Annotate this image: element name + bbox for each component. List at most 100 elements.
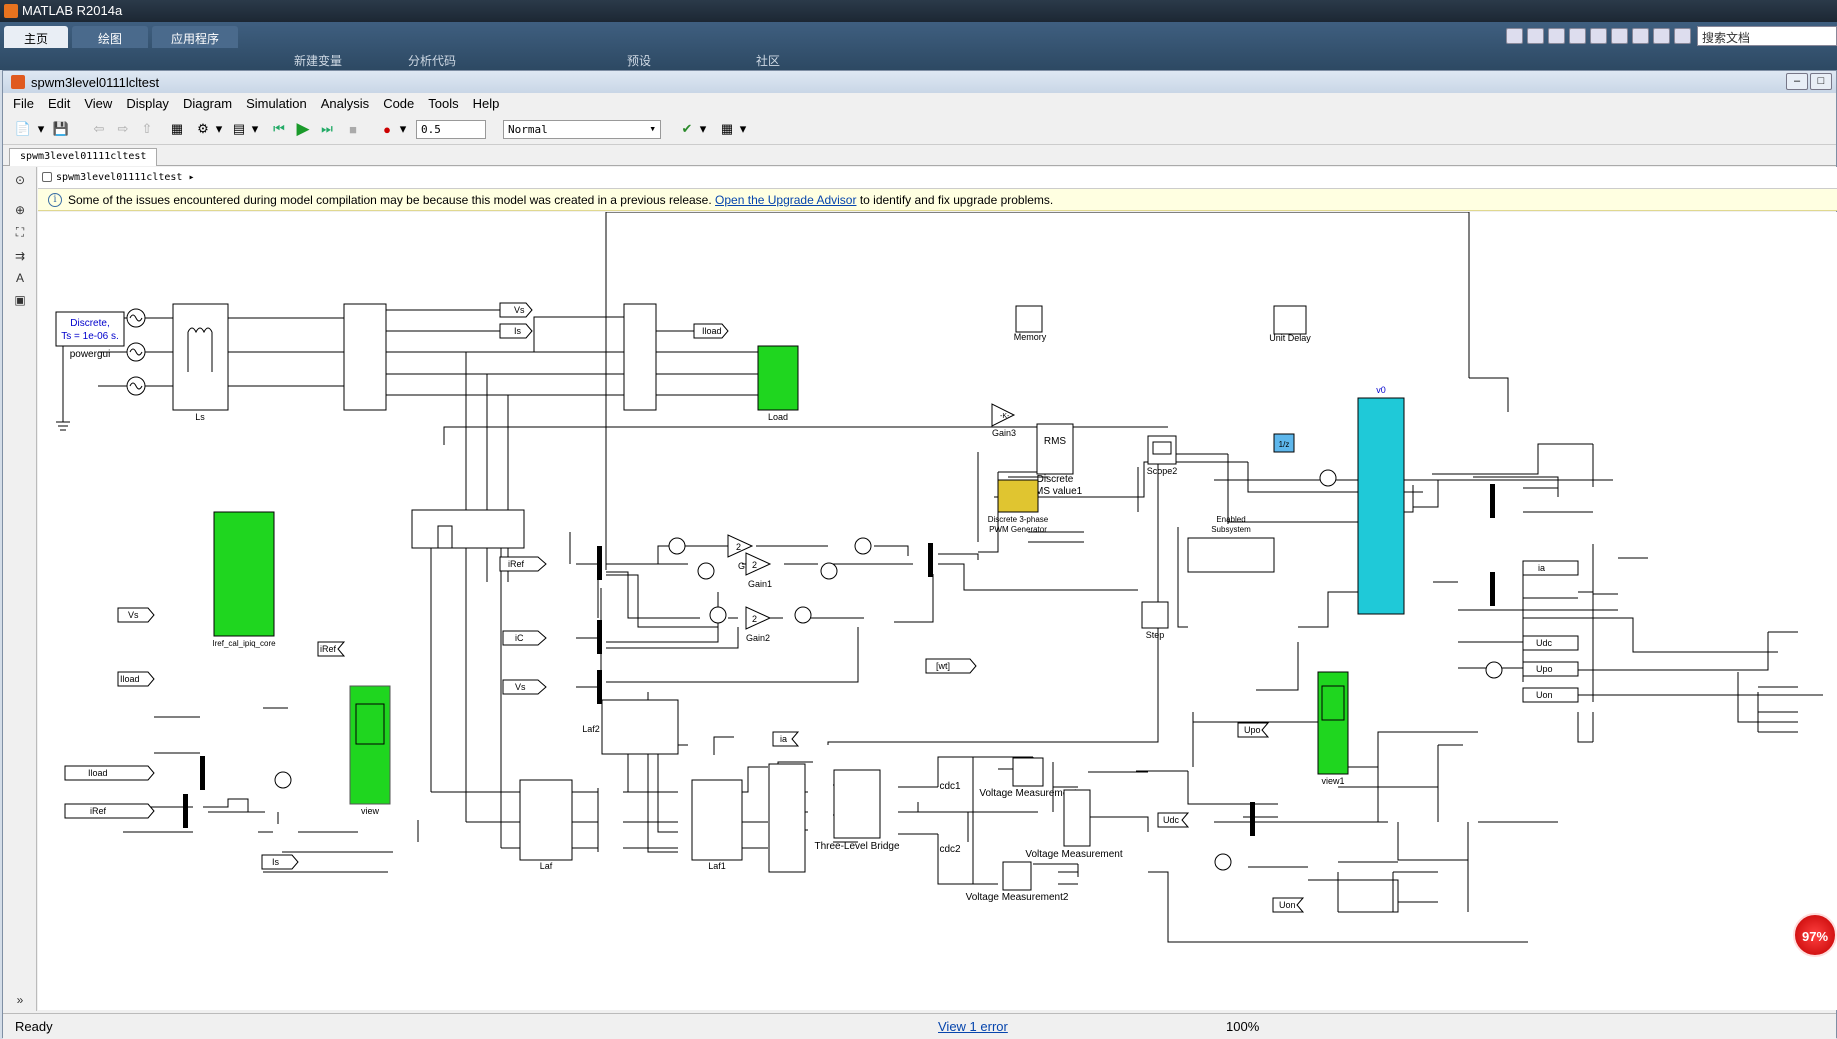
iref-core-block[interactable] <box>213 511 275 637</box>
sum-block-4[interactable] <box>854 537 872 555</box>
performance-badge[interactable]: 97% <box>1793 913 1837 957</box>
model-config-gear-icon[interactable]: ⚙ <box>197 121 209 136</box>
expand-palette-icon[interactable]: » <box>16 993 24 1007</box>
sum-block-8[interactable] <box>1319 469 1337 487</box>
save-icon[interactable] <box>1527 28 1544 44</box>
data-display-icon[interactable]: ▦ <box>720 121 734 136</box>
ribbon-new-variable[interactable]: 新建变量 <box>294 54 343 68</box>
paste-icon[interactable] <box>1590 28 1607 44</box>
mux-8[interactable] <box>1490 572 1495 606</box>
pwm-generator-block[interactable] <box>997 479 1039 513</box>
from-tag-iload[interactable] <box>693 323 729 339</box>
new-model-icon[interactable]: 📄 <box>14 121 32 136</box>
help-icon[interactable] <box>1674 28 1691 44</box>
abc-measurement-block[interactable] <box>411 509 525 549</box>
menu-file[interactable]: File <box>13 96 34 111</box>
ribbon-tab-home[interactable]: 主页 <box>4 26 68 48</box>
cut-icon[interactable] <box>1548 28 1565 44</box>
from-tag-ic[interactable] <box>502 630 547 646</box>
from-tag-wt[interactable] <box>925 658 977 674</box>
record-icon[interactable]: ● <box>383 121 391 137</box>
gain1-block[interactable] <box>745 552 772 576</box>
menu-code[interactable]: Code <box>383 96 415 111</box>
powergui-block[interactable] <box>55 311 125 347</box>
menu-help[interactable]: Help <box>472 96 500 111</box>
vi-measurement-1[interactable] <box>343 303 387 411</box>
gain2-block[interactable] <box>745 606 772 630</box>
memory-block[interactable] <box>1015 305 1043 333</box>
sum-block-5[interactable] <box>709 606 727 624</box>
from-tag-ia[interactable] <box>1522 560 1579 576</box>
annotation-icon[interactable]: A <box>15 271 24 285</box>
voltage-measurement-2-block[interactable] <box>1002 861 1032 891</box>
ls-inductor-block[interactable] <box>172 303 229 411</box>
maximize-button[interactable]: □ <box>1810 73 1832 90</box>
mux-1[interactable] <box>597 546 602 580</box>
up-to-parent-icon[interactable]: ⇧ <box>141 121 153 136</box>
ribbon-community[interactable]: 社区 <box>756 54 781 68</box>
simulation-mode-select[interactable]: Normal ▾ <box>503 120 661 139</box>
copy-icon[interactable] <box>1569 28 1586 44</box>
stop-icon[interactable]: ■ <box>349 121 357 137</box>
from-tag-iload-2[interactable] <box>117 671 155 687</box>
goto-tag-uon[interactable] <box>1272 897 1305 913</box>
ribbon-preferences[interactable]: 预设 <box>627 54 652 68</box>
laf1-inductor-block[interactable] <box>691 779 743 861</box>
voltage-measurement-block[interactable] <box>1012 757 1044 787</box>
gain3-block[interactable] <box>991 403 1016 427</box>
from-tag-iref-1[interactable] <box>499 556 547 572</box>
mux-7[interactable] <box>1490 484 1495 518</box>
mux-4[interactable] <box>928 543 933 577</box>
upgrade-advisor-link[interactable]: Open the Upgrade Advisor <box>715 193 857 207</box>
model-explorer-icon[interactable]: ▤ <box>232 121 246 136</box>
search-documentation-input[interactable]: 搜索文档 <box>1697 26 1837 46</box>
enabled-subsystem-block[interactable] <box>1187 537 1275 573</box>
menu-view[interactable]: View <box>84 96 113 111</box>
laf2-capacitor-block[interactable] <box>601 699 679 755</box>
sum-block-3[interactable] <box>820 562 838 580</box>
goto-tag-is[interactable] <box>499 323 533 339</box>
hide-explorer-icon[interactable]: ⊙ <box>14 173 26 187</box>
goto-tag-udc[interactable] <box>1157 812 1190 828</box>
mux-2[interactable] <box>597 620 602 654</box>
gain-block[interactable] <box>727 534 754 558</box>
mux-9[interactable] <box>1250 802 1255 836</box>
step-back-icon[interactable]: ⏮ <box>273 121 285 136</box>
undo-icon[interactable] <box>1611 28 1628 44</box>
breadcrumb-path[interactable]: spwm3level01111cltest <box>56 172 183 183</box>
arrow-connector-icon[interactable]: ⇉ <box>14 249 26 263</box>
advisor-dropdown-icon[interactable]: ▾ <box>699 121 707 136</box>
from-tag-ic-vertical[interactable] <box>437 525 453 549</box>
config-dropdown-icon[interactable]: ▾ <box>215 121 223 136</box>
laf-inductor-block[interactable] <box>519 779 573 861</box>
step-forward-icon[interactable]: ⏭ <box>321 121 333 136</box>
from-tag-vs-2[interactable] <box>502 679 547 695</box>
goto-tag-vs[interactable] <box>499 302 533 318</box>
from-tag-vs-3[interactable] <box>117 607 155 623</box>
model-tab[interactable]: spwm3level01111cltest <box>9 148 158 166</box>
stop-time-input[interactable]: 0.5 <box>416 120 486 139</box>
zoom-icon[interactable]: ⊕ <box>14 203 26 217</box>
diagram-canvas[interactable]: Discrete, Ts = 1e-06 s. powergui Ls <box>38 212 1837 1010</box>
goto-tag-iref[interactable] <box>317 641 346 657</box>
ribbon-analyze-code[interactable]: 分析代码 <box>408 54 457 68</box>
goto-tag-upo[interactable] <box>1237 722 1270 738</box>
menu-edit[interactable]: Edit <box>47 96 71 111</box>
from-tag-iload-3[interactable] <box>64 765 155 781</box>
mux-3[interactable] <box>597 670 602 704</box>
unit-delay-1z-block[interactable] <box>1273 433 1295 453</box>
from-tag-udc[interactable] <box>1522 635 1579 651</box>
model-advisor-check-icon[interactable]: ✔ <box>681 121 693 136</box>
menu-tools[interactable]: Tools <box>428 96 459 111</box>
sum-block-1[interactable] <box>668 537 686 555</box>
vi-measurement-3[interactable] <box>768 763 806 873</box>
back-icon[interactable]: ⇦ <box>93 121 105 136</box>
rms-block[interactable] <box>1036 423 1074 475</box>
from-tag-is-2[interactable] <box>261 854 299 870</box>
sum-block-7[interactable] <box>274 771 292 789</box>
menu-analysis[interactable]: Analysis <box>320 96 370 111</box>
vi-measurement-2[interactable] <box>623 303 657 411</box>
ribbon-tab-plots[interactable]: 绘图 <box>72 26 148 48</box>
menu-display[interactable]: Display <box>126 96 169 111</box>
step-block[interactable] <box>1141 601 1169 629</box>
